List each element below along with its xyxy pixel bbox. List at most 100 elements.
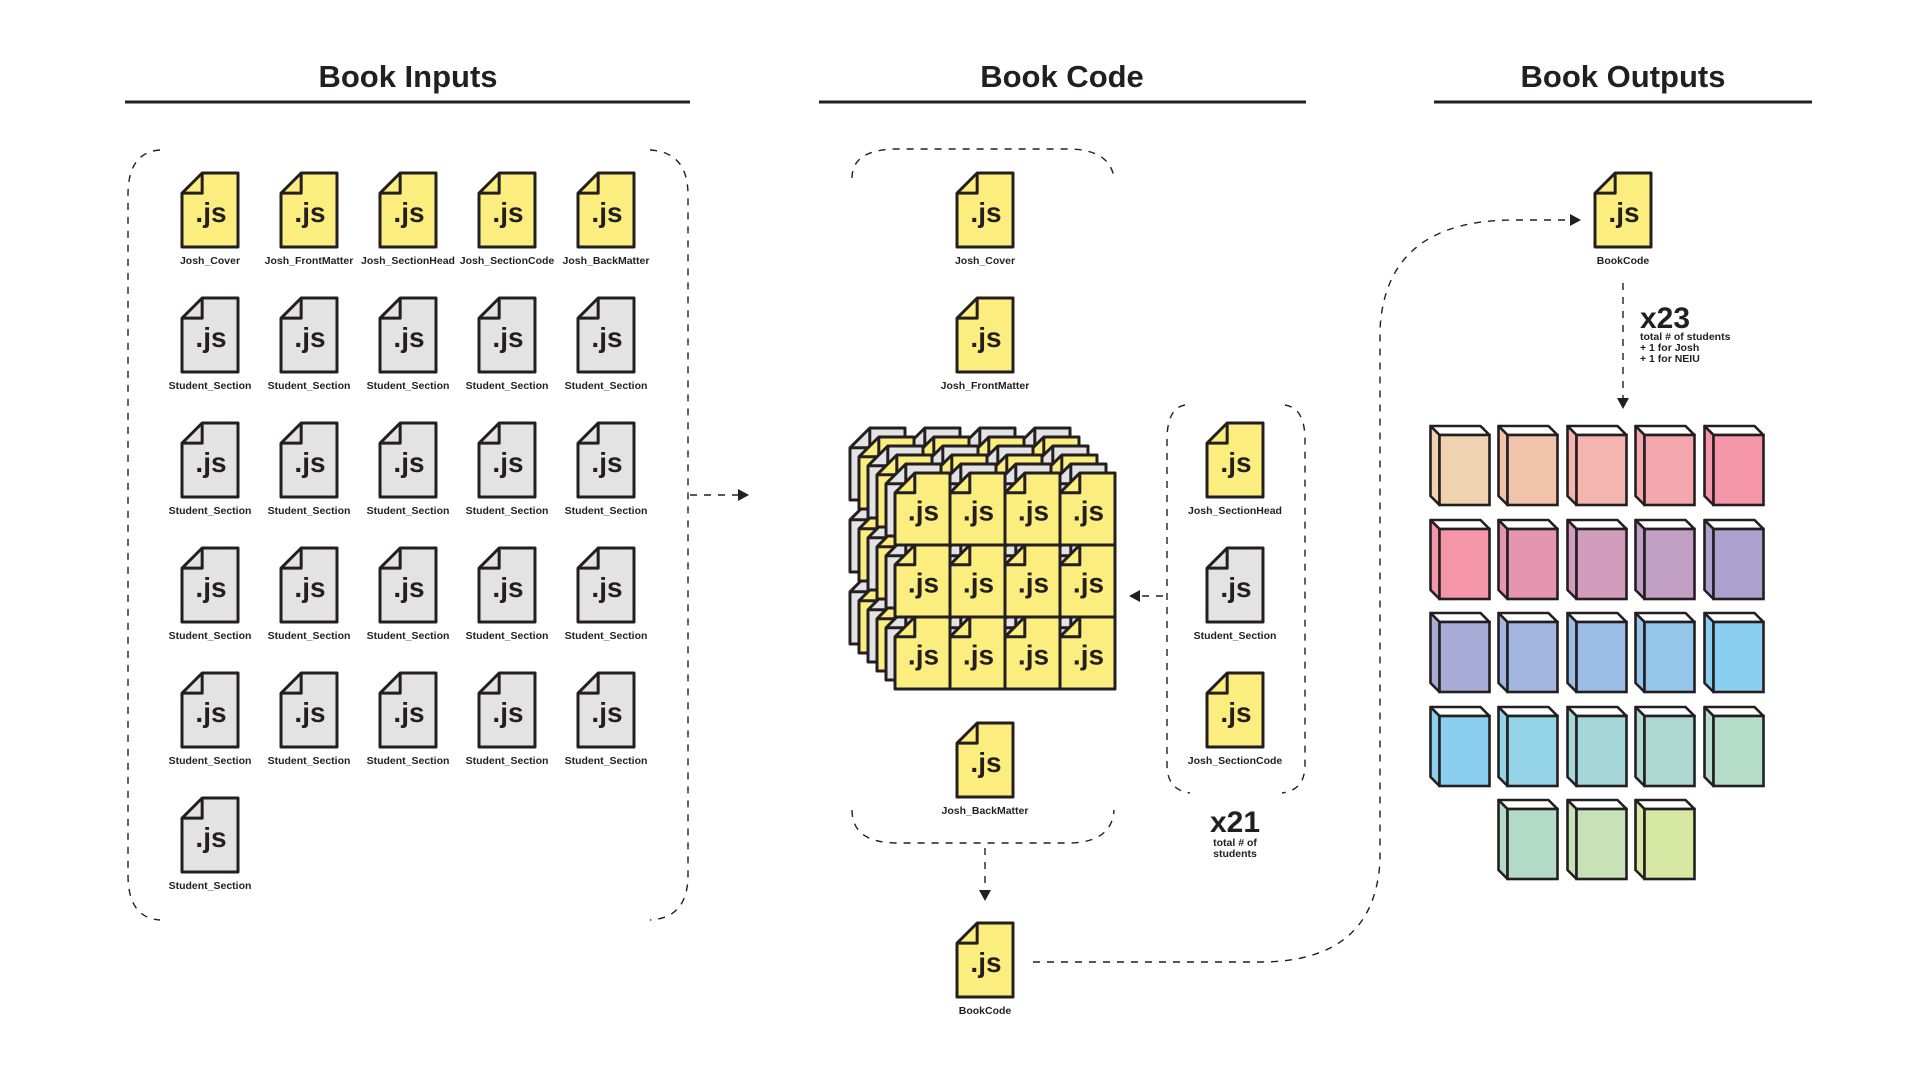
js-file-icon: .js bbox=[279, 546, 339, 624]
file-label: Student_Section bbox=[268, 505, 351, 517]
file-fold bbox=[895, 473, 917, 495]
file-extension: .js bbox=[963, 568, 994, 599]
file-extension: .js bbox=[970, 947, 1001, 978]
stack-layer: .js.js.js.js.js.js.js.js.js.js.js.js bbox=[893, 471, 1117, 691]
file-fold bbox=[182, 798, 204, 820]
file-body bbox=[955, 921, 1015, 999]
js-file-icon: .js bbox=[1205, 671, 1265, 749]
file-label: Student_Section bbox=[1194, 630, 1277, 642]
file-extension: .js bbox=[294, 197, 325, 228]
file-body bbox=[576, 546, 636, 624]
js-file-icon: .js bbox=[1593, 171, 1653, 249]
js-file-icon: .js bbox=[576, 296, 636, 374]
file-body bbox=[180, 421, 240, 499]
js-file-icon: .js bbox=[1205, 421, 1265, 499]
file-body bbox=[955, 296, 1015, 374]
arrow-source-to-books bbox=[1617, 283, 1629, 409]
file-body bbox=[1003, 615, 1062, 691]
js-file-icon: .js bbox=[477, 171, 537, 249]
js-file-icon: .js bbox=[180, 421, 240, 499]
file-extension: .js bbox=[294, 572, 325, 603]
file-body bbox=[477, 546, 537, 624]
section-header-code: Book Code bbox=[819, 59, 1306, 104]
output-book bbox=[1429, 424, 1491, 507]
book-cover bbox=[1643, 714, 1696, 788]
file-extension: .js bbox=[393, 447, 424, 478]
file-label: BookCode bbox=[1597, 255, 1650, 267]
file-extension: .js bbox=[195, 322, 226, 353]
output-book bbox=[1566, 611, 1628, 694]
book-spine bbox=[1566, 798, 1578, 881]
file-fold bbox=[380, 423, 402, 445]
output-multiplier: x23 bbox=[1640, 302, 1690, 335]
output-book bbox=[1429, 518, 1491, 601]
file-label: Josh_Cover bbox=[180, 255, 240, 267]
stack-file-icon: .js bbox=[1058, 543, 1117, 619]
file-body bbox=[279, 296, 339, 374]
file-extension: .js bbox=[294, 697, 325, 728]
file-fold bbox=[950, 617, 972, 639]
file-fold bbox=[1005, 473, 1027, 495]
file-fold bbox=[578, 673, 600, 695]
file-fold bbox=[380, 673, 402, 695]
output-book bbox=[1703, 424, 1765, 507]
file-label: Josh_SectionCode bbox=[460, 255, 555, 267]
js-file-icon: .js bbox=[180, 671, 240, 749]
file-body bbox=[1205, 421, 1265, 499]
js-file-icon: .js bbox=[955, 171, 1015, 249]
code-main-files: .jsJosh_Cover.jsJosh_FrontMatter.jsJosh_… bbox=[941, 171, 1029, 817]
file-label: Student_Section bbox=[169, 630, 252, 642]
book-spine bbox=[1566, 611, 1578, 694]
file-label: Josh_BackMatter bbox=[563, 255, 650, 267]
file-extension: .js bbox=[908, 496, 939, 527]
file-body bbox=[893, 615, 952, 691]
js-file-icon: .js bbox=[477, 546, 537, 624]
file-extension: .js bbox=[908, 640, 939, 671]
js-file-icon: .js bbox=[477, 421, 537, 499]
file-body bbox=[180, 796, 240, 874]
inputs-group-border bbox=[127, 149, 689, 921]
file-extension: .js bbox=[1073, 568, 1104, 599]
file-extension: .js bbox=[963, 640, 994, 671]
js-file-icon: .js bbox=[955, 296, 1015, 374]
book-cover bbox=[1712, 527, 1765, 601]
output-book bbox=[1429, 611, 1491, 694]
output-book bbox=[1634, 611, 1696, 694]
file-label: Josh_FrontMatter bbox=[265, 255, 354, 267]
output-book bbox=[1429, 705, 1491, 788]
file-body bbox=[1593, 171, 1653, 249]
section-note-line-1: total # of bbox=[1213, 837, 1257, 849]
file-fold bbox=[281, 673, 303, 695]
file-extension: .js bbox=[963, 496, 994, 527]
file-extension: .js bbox=[294, 447, 325, 478]
file-fold bbox=[380, 173, 402, 195]
file-body bbox=[279, 671, 339, 749]
file-extension: .js bbox=[492, 197, 523, 228]
file-extension: .js bbox=[1220, 697, 1251, 728]
file-extension: .js bbox=[393, 697, 424, 728]
stack-file-icon: .js bbox=[893, 615, 952, 691]
book-cover bbox=[1643, 527, 1696, 601]
book-cover bbox=[1643, 807, 1696, 881]
file-fold bbox=[578, 298, 600, 320]
file-body bbox=[576, 671, 636, 749]
book-spine bbox=[1497, 611, 1509, 694]
output-book bbox=[1703, 705, 1765, 788]
